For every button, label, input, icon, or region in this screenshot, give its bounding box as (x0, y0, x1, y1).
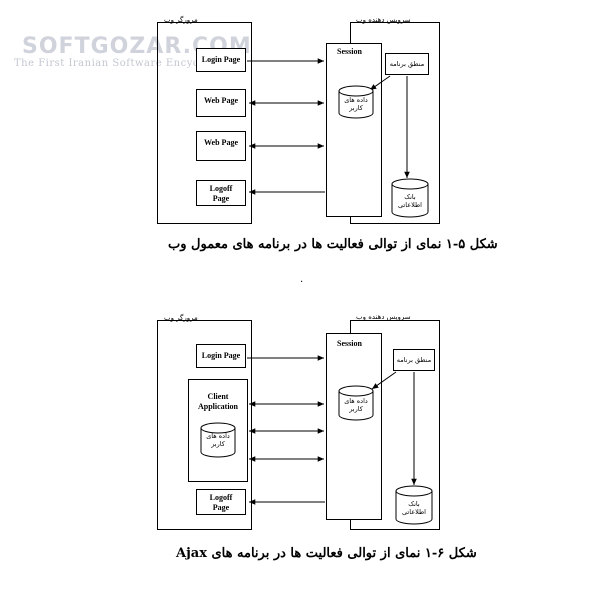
app-logic-box-2: منطق برنامه (393, 349, 435, 371)
app-logic-box: منطق برنامه (385, 53, 429, 75)
session-user-data-label: داده های کاربر (344, 96, 368, 112)
session-user-data-label-2: داده های کاربر (344, 397, 368, 413)
logic-to-userdata-arrow (369, 75, 391, 91)
login-page-box-2: Login Page (196, 344, 246, 368)
database-label: بانک اطلاعاتی (398, 193, 422, 209)
database-cylinder (391, 178, 429, 218)
logic-to-userdata-arrow-2 (371, 371, 397, 390)
diagram-1-caption: شکل ۵-۱ نمای از توالی فعالیت ها در برنام… (168, 237, 498, 252)
client-user-data-label: داده های کاربر (206, 432, 230, 448)
browser-label: مرورگر وب (164, 16, 198, 24)
session-user-data-cylinder (338, 85, 374, 119)
session-box: Session (326, 43, 382, 217)
browser-frame-2 (157, 320, 252, 530)
server-label-2: سرویس دهنده وب (356, 313, 411, 321)
server-label: سرویس دهنده وب (356, 16, 411, 24)
web-page-box-2: Web Page (196, 131, 246, 161)
database-cylinder-2 (395, 485, 433, 525)
diagram-2-caption: شکل ۶-۱ نمای از توالی فعالیت ها در برنام… (176, 546, 477, 561)
browser-label-2: مرورگر وب (164, 314, 198, 322)
watermark-tagline: The First Iranian Software Encyclopedia (14, 58, 240, 69)
logoff-page-box: Logoff Page (196, 180, 246, 206)
web-page-box-1: Web Page (196, 89, 246, 117)
database-label-2: بانک اطلاعاتی (402, 500, 426, 516)
session-user-data-cylinder-2 (338, 385, 374, 421)
separator-dot: . (300, 274, 304, 285)
login-page-box: Login Page (196, 48, 246, 72)
logoff-page-box-2: Logoff Page (196, 489, 246, 515)
session-box-2: Session (326, 333, 382, 520)
client-user-data-cylinder (200, 422, 236, 458)
browser-frame (157, 22, 252, 224)
